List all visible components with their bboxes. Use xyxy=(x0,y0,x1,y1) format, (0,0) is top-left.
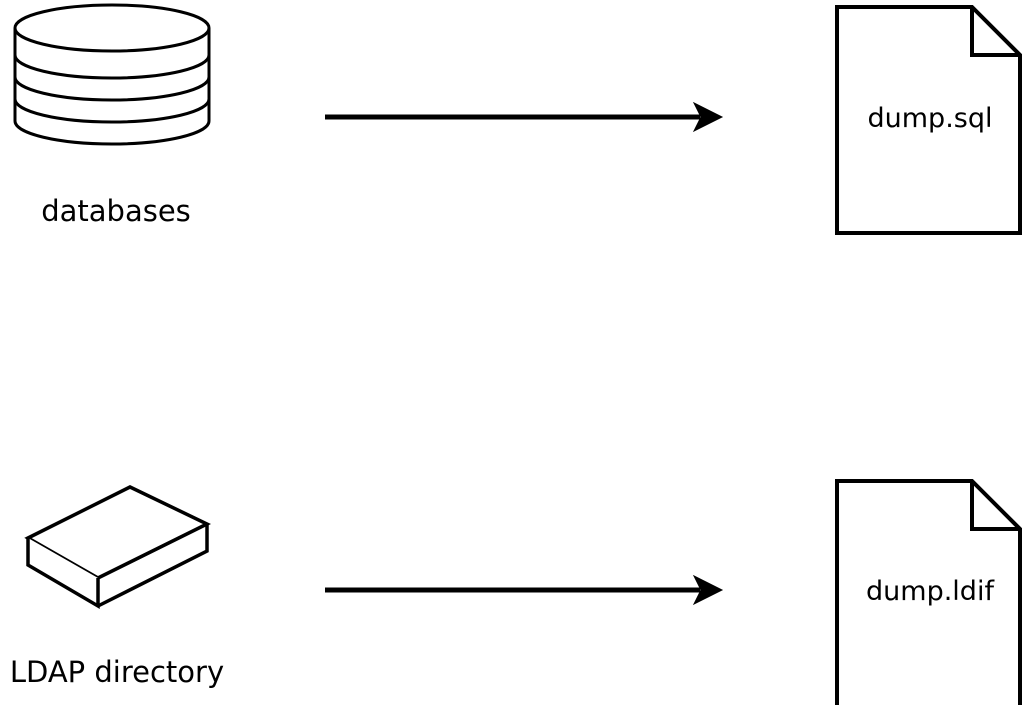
right-arrow-icon xyxy=(325,101,724,133)
output-label-dump-ldif: dump.ldif xyxy=(866,576,995,607)
document-icon xyxy=(835,5,1022,235)
source-label-databases: databases xyxy=(41,194,191,228)
output-label-dump-sql: dump.sql xyxy=(868,103,993,134)
right-arrow-icon xyxy=(325,574,724,606)
source-label-ldap-directory: LDAP directory xyxy=(10,655,224,689)
box-3d-icon xyxy=(24,485,211,610)
database-cylinder-icon xyxy=(13,3,211,146)
document-icon xyxy=(835,479,1022,705)
